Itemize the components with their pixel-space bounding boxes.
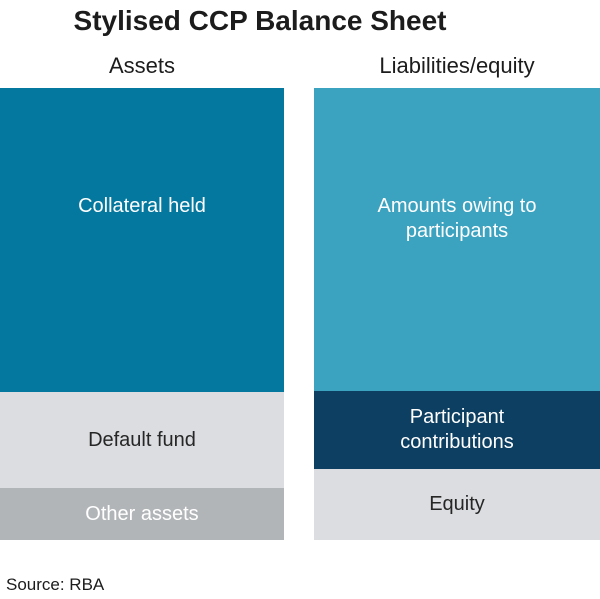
block-label-line: Default fund [88,428,196,451]
block-label-line: contributions [400,431,514,453]
block-participant-contributions: Participant contributions [314,391,600,469]
block-label-line: Other assets [85,502,199,525]
block-label-line: Participant [409,406,505,428]
block-amounts-owing-to-participants: Amounts owing to participants [314,88,600,391]
block-label-line: participants [405,220,509,242]
source-note: Source: RBA [6,575,105,594]
block-label-line: Amounts owing to [377,195,537,217]
liabilities-column-header: Liabilities/equity [379,53,535,78]
block-label-line: Collateral held [78,195,206,217]
block-default-fund: Default fund [0,392,284,488]
block-label-line: Equity [429,493,485,515]
block-other-assets: Other assets [0,488,284,540]
block-equity: Equity [314,469,600,540]
figure-title: Stylised CCP Balance Sheet [73,5,447,36]
assets-column-header: Assets [108,53,176,78]
block-collateral-held: Collateral held [0,88,284,392]
